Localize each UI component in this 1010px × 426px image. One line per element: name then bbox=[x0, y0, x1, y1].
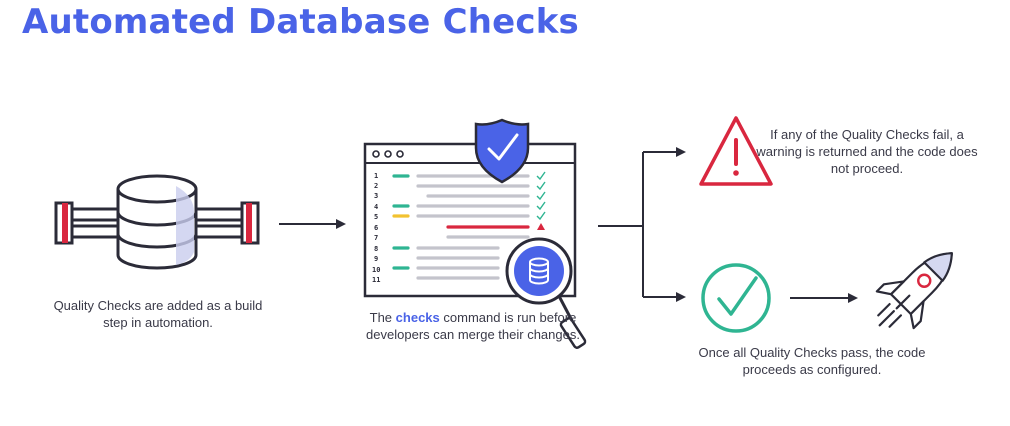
line-number: 2 bbox=[374, 182, 378, 190]
flow-arrow-pass bbox=[790, 293, 858, 303]
rocket-icon bbox=[875, 252, 953, 330]
line-number: 1 bbox=[374, 172, 378, 180]
checks-keyword: checks bbox=[395, 310, 440, 325]
line-number: 6 bbox=[374, 224, 378, 232]
fail-caption: If any of the Quality Checks fail, a war… bbox=[756, 127, 978, 176]
line-number: 7 bbox=[374, 234, 378, 242]
caption-text-before: The bbox=[369, 310, 393, 325]
caption-text-after: command is run before developers can mer… bbox=[366, 310, 580, 342]
database-icon bbox=[54, 174, 260, 270]
line-number: 11 bbox=[372, 276, 380, 284]
line-number: 10 bbox=[372, 266, 380, 274]
line-number: 5 bbox=[374, 213, 378, 221]
magnifier-icon bbox=[505, 237, 587, 349]
pass-caption: Once all Quality Checks pass, the code p… bbox=[698, 345, 926, 377]
warning-marker-icon bbox=[537, 223, 545, 230]
line-number: 9 bbox=[374, 255, 378, 263]
line-number: 8 bbox=[374, 245, 378, 253]
build-step-caption: Quality Checks are added as a build step… bbox=[53, 298, 263, 330]
flow-arrow-1 bbox=[279, 219, 346, 229]
branch-arrows bbox=[598, 147, 686, 302]
checks-command-caption: The checks command is run before develop… bbox=[350, 309, 596, 343]
check-circle-icon bbox=[701, 263, 771, 333]
line-number: 3 bbox=[374, 192, 378, 200]
page-title: Automated Database Checks bbox=[22, 2, 579, 42]
shield-check-icon bbox=[474, 118, 530, 184]
warning-icon bbox=[699, 116, 773, 186]
line-number: 4 bbox=[374, 203, 378, 211]
